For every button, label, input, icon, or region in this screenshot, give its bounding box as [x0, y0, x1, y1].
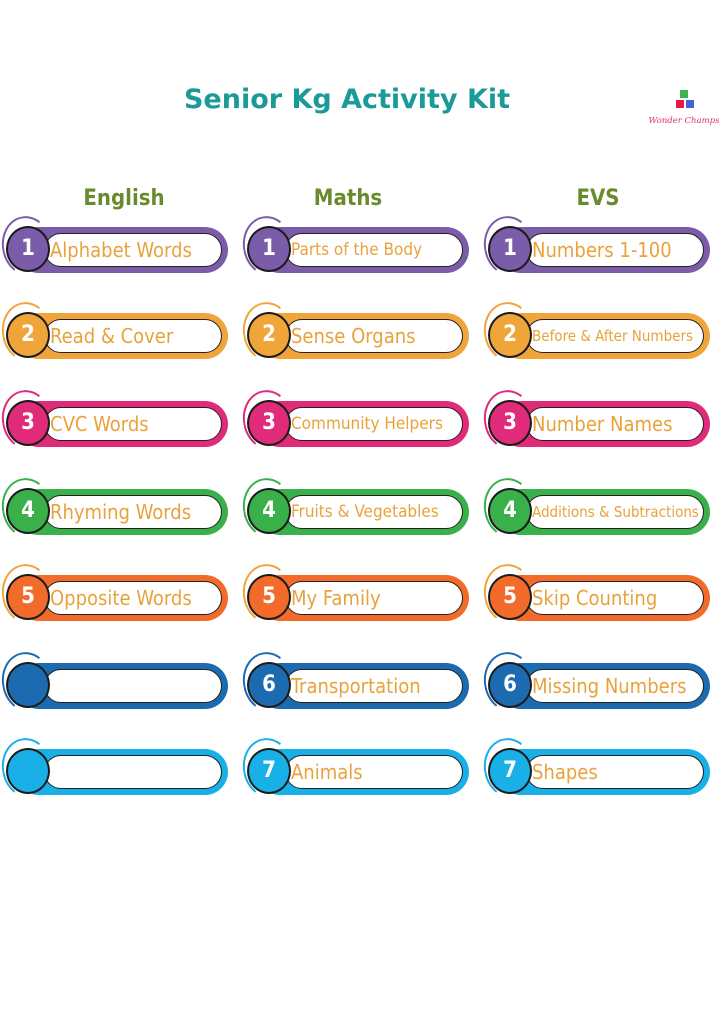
item-number-badge: 4 — [6, 488, 50, 534]
item-label-box — [44, 495, 222, 529]
item-number-badge: 7 — [247, 748, 291, 794]
item-number-badge: 2 — [6, 312, 50, 358]
item-label: Rhyming Words — [50, 500, 192, 524]
item-number-badge: 5 — [247, 574, 291, 620]
item-label-box — [526, 233, 704, 267]
item-number-badge: 7 — [488, 748, 532, 794]
item-number-badge: 3 — [6, 400, 50, 446]
activity-item[interactable] — [0, 734, 230, 802]
item-label-box — [285, 407, 463, 441]
item-label-box — [44, 581, 222, 615]
item-label: Skip Counting — [532, 586, 658, 610]
item-number-badge: 5 — [488, 574, 532, 620]
item-label: Additions & Subtractions — [532, 503, 699, 521]
item-label-box — [526, 407, 704, 441]
item-number-badge: 4 — [488, 488, 532, 534]
item-label: Fruits & Vegetables — [291, 502, 439, 522]
item-label — [50, 755, 222, 789]
item-number-badge: 6 — [247, 662, 291, 708]
item-label-box — [44, 755, 222, 789]
item-number-badge: 1 — [488, 226, 532, 272]
item-label-box — [44, 319, 222, 353]
wonder-champs-logo: Wonder Champs — [648, 84, 720, 134]
item-label-box — [285, 495, 463, 529]
column-heading-evs: EVS — [576, 186, 620, 211]
item-label: Parts of the Body — [291, 240, 423, 260]
item-label: Community Helpers — [291, 414, 443, 434]
activity-item[interactable] — [0, 648, 230, 716]
item-number-badge: 3 — [488, 400, 532, 446]
item-label-box — [285, 755, 463, 789]
item-label: Before & After Numbers — [532, 327, 694, 345]
item-label-box — [285, 581, 463, 615]
item-number-badge: 1 — [6, 226, 50, 272]
logo-blue-square — [686, 100, 694, 108]
item-label: Animals — [291, 760, 363, 784]
item-label: Numbers 1-100 — [532, 238, 672, 262]
item-label: My Family — [291, 586, 381, 610]
logo-caption: Wonder Champs — [648, 116, 720, 126]
item-number-badge: 5 — [6, 574, 50, 620]
item-label-box — [526, 755, 704, 789]
item-number-badge: 4 — [247, 488, 291, 534]
page-title: Senior Kg Activity Kit — [183, 84, 511, 115]
item-label-box — [526, 495, 704, 529]
item-label-box — [285, 233, 463, 267]
item-label: Number Names — [532, 412, 673, 436]
item-label: Transportation — [291, 674, 421, 698]
item-label: Missing Numbers — [532, 674, 687, 698]
item-label: Read & Cover — [50, 324, 174, 348]
item-number-badge: 1 — [247, 226, 291, 272]
item-number-badge: 3 — [247, 400, 291, 446]
item-label: Sense Organs — [291, 324, 416, 348]
item-number-badge — [6, 662, 50, 708]
item-number-badge: 6 — [488, 662, 532, 708]
item-label: Alphabet Words — [50, 238, 192, 262]
item-label-box — [285, 319, 463, 353]
item-number-badge: 2 — [247, 312, 291, 358]
column-heading-english: English — [83, 186, 165, 211]
item-label-box — [526, 581, 704, 615]
logo-red-square — [676, 100, 684, 108]
logo-green-square — [680, 90, 688, 98]
item-label: Opposite Words — [50, 586, 192, 610]
item-number-badge — [6, 748, 50, 794]
item-label — [50, 669, 222, 703]
item-label-box — [44, 407, 222, 441]
column-heading-maths: Maths — [313, 186, 383, 211]
item-label: CVC Words — [50, 412, 149, 436]
item-number-badge: 2 — [488, 312, 532, 358]
item-label: Shapes — [532, 760, 598, 784]
